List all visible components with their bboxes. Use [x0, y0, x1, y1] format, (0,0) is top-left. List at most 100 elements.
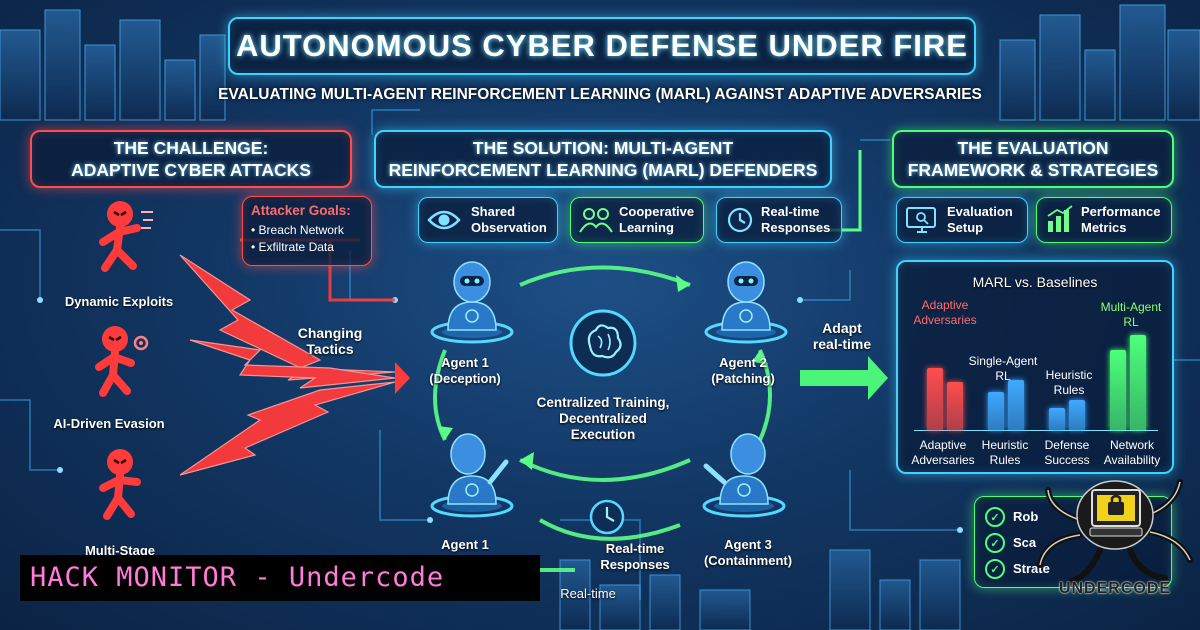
- series-label-line1: Adaptive: [921, 298, 969, 312]
- robot-icon: [704, 261, 788, 344]
- multi-stage-attacker-icon: [99, 449, 141, 520]
- agent-role: (Containment): [703, 553, 793, 568]
- evaluation-item-line2: Metrics: [1081, 220, 1127, 235]
- series-label-line2: Adversaries: [913, 313, 977, 327]
- evaluation-setup-box: Evaluation Setup: [896, 197, 1028, 243]
- octopus-computer-icon: [1037, 479, 1193, 585]
- x-label-4: Network Availability: [1096, 438, 1168, 468]
- eye-icon: [427, 210, 461, 230]
- evaluation-item-line1: Performance: [1081, 204, 1161, 219]
- evaluation-header: THE EVALUATION FRAMEWORK & STRATEGIES: [892, 130, 1174, 188]
- ai-attacker-icon: [95, 326, 149, 397]
- series-label-line2: Rules: [1053, 383, 1085, 397]
- page-subtitle: EVALUATING MULTI-AGENT REINFORCEMENT LEA…: [218, 86, 982, 103]
- series-label-multi-agent: Multi-Agent RL: [1094, 300, 1168, 330]
- centralized-training-label: Centralized Training, Decentralized Exec…: [527, 395, 679, 443]
- agent-name: Agent 2: [719, 355, 767, 370]
- agent-role: (Patching): [711, 371, 775, 386]
- attacker-goal-item: • Breach Network: [251, 223, 344, 237]
- adapt-realtime-label: Adapt real-time: [806, 320, 878, 352]
- feature-cooperative-learning: Cooperative Learning: [570, 197, 704, 243]
- feature-line2: Responses: [761, 220, 831, 235]
- checklist-label: Sca: [1013, 535, 1037, 550]
- baseline-chart-panel: MARL vs. Baselines Adaptive Adversaries …: [896, 260, 1174, 474]
- x-label-line2: Availability: [1103, 453, 1161, 467]
- bottom-line2: Responses: [600, 557, 670, 572]
- chart-bar: [926, 368, 943, 430]
- center-line2: Decentralized: [559, 411, 647, 426]
- adapt-line2: real-time: [812, 336, 872, 352]
- attacker-label-multi-stage: Multi-Stage: [84, 543, 156, 558]
- series-label-line1: Multi-Agent: [1100, 300, 1162, 314]
- attacker-goals-box: Attacker Goals: • Breach Network • Exfil…: [242, 196, 372, 266]
- adapt-arrow: [800, 356, 888, 400]
- hack-monitor-banner: HACK MONITOR - Undercode: [20, 555, 540, 601]
- chart-bar: [987, 392, 1004, 430]
- checklist-item: ✓ Sca: [985, 533, 1036, 553]
- agent-robot-3: [426, 420, 518, 525]
- x-label-1: Adaptive Adversaries: [908, 438, 978, 468]
- series-label-line1: Heuristic: [1045, 368, 1093, 382]
- agent-label-2: Agent 2 (Patching): [688, 355, 798, 387]
- performance-metrics-box: Performance Metrics: [1036, 197, 1172, 243]
- agent-name: Agent 1: [441, 355, 489, 370]
- feature-label: Cooperative Learning: [619, 204, 694, 236]
- running-attacker-icon: [99, 201, 153, 272]
- agent-label-1: Agent 1 (Deception): [410, 355, 520, 387]
- series-label-single-agent: Single-Agent RL: [968, 354, 1038, 384]
- x-label-line2: Adversaries: [911, 453, 975, 467]
- clock-icon: [727, 207, 753, 233]
- attacker-goal-item: • Exfiltrate Data: [251, 240, 334, 254]
- agent-robot-4: [690, 420, 790, 525]
- attacker-figure-1: [85, 198, 155, 281]
- challenge-header: THE CHALLENGE: ADAPTIVE CYBER ATTACKS: [30, 130, 352, 188]
- agent-robot-2: [700, 252, 792, 349]
- feature-label: Shared Observation: [471, 204, 547, 236]
- brain-hub: [568, 308, 638, 383]
- solution-header: THE SOLUTION: MULTI-AGENT REINFORCEMENT …: [374, 130, 832, 188]
- attacker-label-dynamic-exploits: Dynamic Exploits: [64, 294, 174, 309]
- agent-robot-1: [426, 252, 518, 349]
- series-label-adaptive: Adaptive Adversaries: [910, 298, 980, 328]
- x-label-line1: Network: [1109, 438, 1154, 452]
- agent-name: Agent 1: [441, 537, 489, 552]
- evaluation-item-label: Evaluation Setup: [947, 204, 1013, 236]
- agent-role: (Deception): [429, 371, 501, 386]
- changing-tactics-label: Changing Tactics: [280, 325, 380, 357]
- solution-header-line2: REINFORCEMENT LEARNING (MARL) DEFENDERS: [388, 160, 818, 180]
- series-label-heuristic: Heuristic Rules: [1034, 368, 1104, 398]
- checklist-label: Rob: [1013, 509, 1039, 524]
- people-icon: [579, 208, 613, 233]
- attacker-goal-label: Exfiltrate Data: [258, 240, 334, 254]
- attacker-goals-title: Attacker Goals:: [251, 203, 351, 218]
- changing-tactics-line1: Changing: [297, 325, 363, 341]
- bottom-realtime-label: Real-time Responses: [590, 541, 680, 573]
- check-icon: ✓: [985, 533, 1005, 553]
- brain-icon: [569, 309, 637, 377]
- chart-bar: [1007, 380, 1024, 430]
- page-title: AUTONOMOUS CYBER DEFENSE UNDER FIRE: [236, 28, 968, 63]
- robot-icon: [430, 433, 514, 518]
- attacker-goal-label: Breach Network: [258, 223, 344, 237]
- chart-plot-area: [914, 326, 1158, 431]
- feature-line1: Shared: [471, 204, 516, 219]
- chart-bar: [1068, 400, 1085, 430]
- series-label-line2: RL: [1123, 315, 1139, 329]
- title-panel: AUTONOMOUS CYBER DEFENSE UNDER FIRE: [228, 17, 976, 75]
- undercode-logo: UNDERCODE: [1030, 460, 1200, 610]
- series-label-line1: Single-Agent: [968, 354, 1038, 368]
- x-label-line1: Adaptive: [919, 438, 967, 452]
- x-label-line1: Defense: [1044, 438, 1090, 452]
- chart-bar: [1129, 335, 1146, 430]
- changing-tactics-line2: Tactics: [306, 341, 354, 357]
- solution-header-line1: THE SOLUTION: MULTI-AGENT: [472, 138, 734, 158]
- chart-title: MARL vs. Baselines: [972, 274, 1098, 290]
- logo-wordmark: UNDERCODE: [1058, 580, 1172, 597]
- feature-line2: Observation: [471, 220, 547, 235]
- monitor-search-icon: [906, 207, 936, 233]
- series-label-line2: RL: [995, 369, 1011, 383]
- x-label-line1: Heuristic: [981, 438, 1029, 452]
- bar-chart-icon: [1047, 205, 1073, 232]
- x-label-line2: Rules: [989, 453, 1021, 467]
